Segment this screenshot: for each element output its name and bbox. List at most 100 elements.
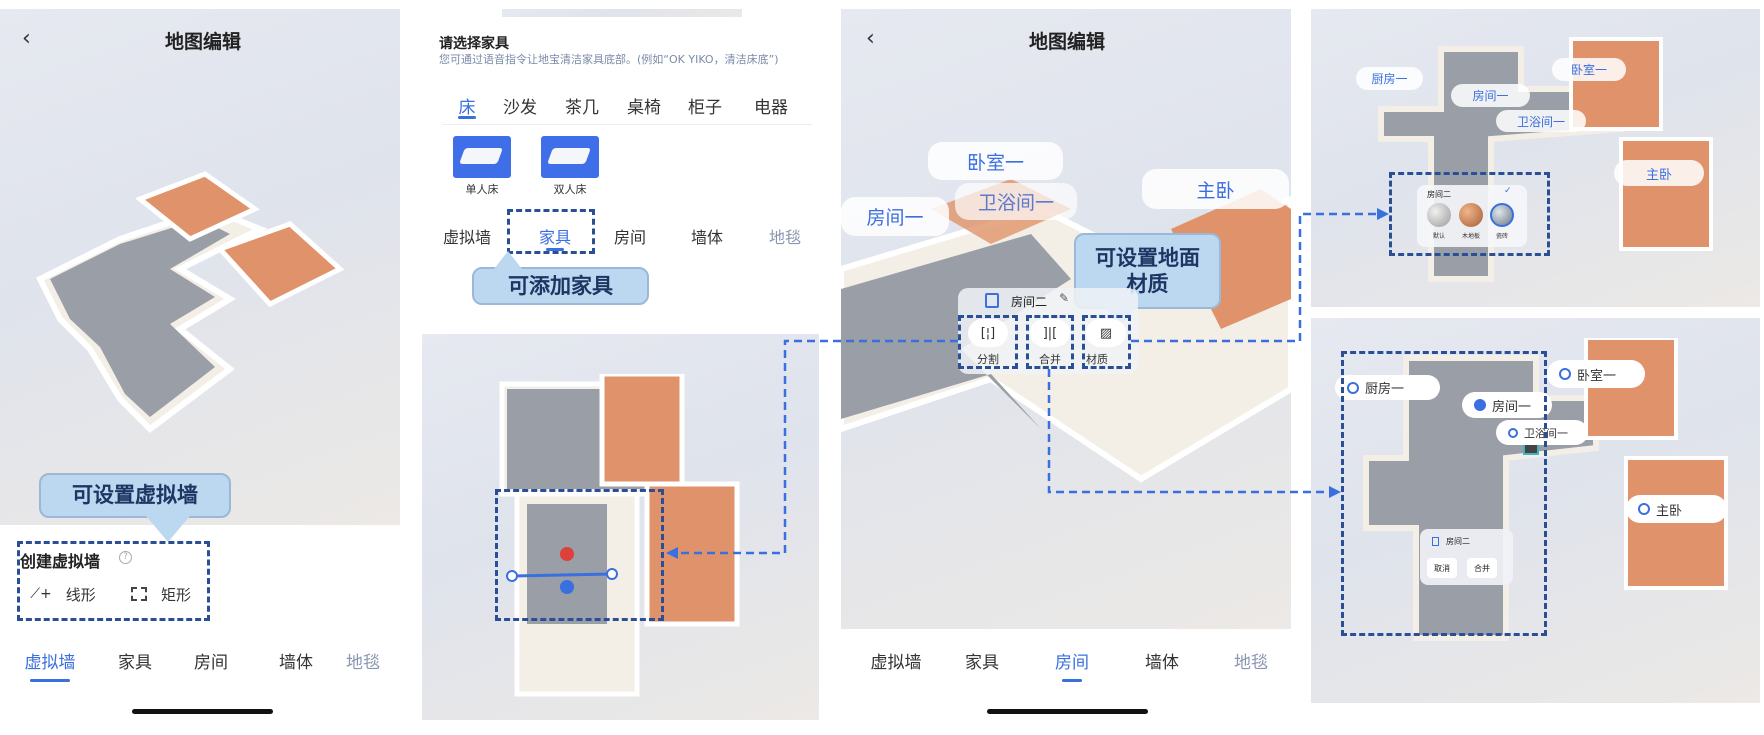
room-option-master[interactable]: 主卧 <box>1626 495 1727 523</box>
merge-highlight-area <box>1341 351 1547 636</box>
single-bed-label: 单人床 <box>465 183 499 196</box>
tab-virtual-wall[interactable]: 虚拟墙 <box>870 653 922 673</box>
room-label-master[interactable]: 主卧 <box>1142 169 1289 209</box>
double-bed-item[interactable] <box>541 136 599 178</box>
help-icon[interactable]: ? <box>119 551 132 564</box>
room-label-bedroom1[interactable]: 卧室一 <box>928 142 1063 180</box>
confirm-check-icon[interactable]: ✓ <box>1504 186 1512 196</box>
material-default-swatch[interactable] <box>1427 203 1451 227</box>
category-bed[interactable]: 床 <box>458 98 476 118</box>
merge-highlight <box>1026 315 1074 369</box>
category-sofa[interactable]: 沙发 <box>503 98 537 118</box>
back-icon[interactable]: ‹ <box>22 26 31 51</box>
room-label: 卫浴间一 <box>1516 114 1565 129</box>
room-label-bedroom1[interactable]: 卧室一 <box>1552 58 1626 81</box>
room-label-room1[interactable]: 房间一 <box>1451 84 1530 107</box>
tab-virtual-wall[interactable]: 虚拟墙 <box>24 653 76 673</box>
page-title: 地图编辑 <box>164 31 242 53</box>
tab-carpet[interactable]: 地毯 <box>1234 653 1268 673</box>
material-card-title: 房间二 <box>1427 190 1451 199</box>
door-icon <box>1432 537 1439 546</box>
cancel-button[interactable]: 取消 <box>1427 558 1457 578</box>
room-label: 卫浴间一 <box>977 192 1054 214</box>
floor-map[interactable] <box>30 169 350 469</box>
room-label-kitchen1[interactable]: 厨房一 <box>1356 67 1423 90</box>
tab-carpet[interactable]: 地毯 <box>346 653 380 673</box>
virtual-wall-drawing-highlight <box>495 489 664 621</box>
room-label-master[interactable]: 主卧 <box>1614 160 1704 186</box>
category-tea-table[interactable]: 茶几 <box>565 98 599 118</box>
check-circle-icon <box>1474 399 1486 411</box>
material-label: 默认 <box>1432 233 1446 240</box>
active-tab-indicator <box>1062 679 1082 682</box>
furniture-hint: 您可通过语音指令让地宝清洁家具底部。(例如“OK YIKO，清洁床底”) <box>439 53 779 66</box>
room-label: 厨房一 <box>1371 72 1408 86</box>
room-label: 卧室一 <box>1577 368 1617 384</box>
virtual-wall-highlight <box>17 541 210 621</box>
tab-furniture[interactable]: 家具 <box>965 653 999 673</box>
split-button[interactable]: 分割 <box>977 353 999 366</box>
tab-wall[interactable]: 墙体 <box>279 653 313 673</box>
material-card-highlight <box>1389 172 1550 256</box>
single-bed-item[interactable] <box>453 136 511 178</box>
panel-virtual-wall: ‹ 地图编辑 <box>0 9 400 525</box>
section-title: 创建虚拟墙 <box>20 552 101 571</box>
tab-room[interactable]: 房间 <box>1055 653 1089 673</box>
category-indicator <box>458 116 476 119</box>
door-icon <box>985 293 999 308</box>
category-appliance[interactable]: 电器 <box>754 98 788 118</box>
furniture-heading: 请选择家具 <box>439 36 509 52</box>
material-icon[interactable]: ▨ <box>1086 319 1126 347</box>
callout-virtual-wall: 可设置虚拟墙 <box>39 473 231 542</box>
line-plus-icon: ⟋+ <box>30 586 52 602</box>
tab-room[interactable]: 房间 <box>613 228 647 247</box>
room-option-room1[interactable]: 房间一 <box>1462 392 1552 418</box>
material-button[interactable]: 材质 <box>1086 353 1108 366</box>
material-highlight <box>1082 315 1131 369</box>
tab-room[interactable]: 房间 <box>194 653 228 673</box>
room-label: 卧室一 <box>1570 63 1607 77</box>
room-label: 房间一 <box>1492 399 1532 415</box>
tab-furniture[interactable]: 家具 <box>118 653 152 673</box>
material-label: 瓷砖 <box>1495 233 1509 240</box>
room-label-bathroom1[interactable]: 卫浴间一 <box>955 183 1077 220</box>
merge-confirm-button[interactable]: 合并 <box>1467 558 1497 578</box>
tab-furniture[interactable]: 家具 <box>538 228 572 247</box>
room-card-title: 房间二 <box>1011 295 1048 309</box>
merge-card-title: 房间二 <box>1446 537 1470 546</box>
tab-virtual-wall[interactable]: 虚拟墙 <box>442 228 492 247</box>
merge-button[interactable]: 合并 <box>1039 353 1061 366</box>
active-tab-indicator <box>546 248 564 251</box>
room-option-kitchen1[interactable]: 厨房一 <box>1335 375 1440 400</box>
category-table-chair[interactable]: 桌椅 <box>627 98 661 118</box>
tab-wall[interactable]: 墙体 <box>1145 653 1179 673</box>
callout-text: 可添加家具 <box>508 273 613 298</box>
line-wall-button[interactable]: ⟋+ 线形 <box>24 577 102 611</box>
material-wood-swatch[interactable] <box>1459 203 1483 227</box>
button-label: 取消 <box>1434 563 1450 573</box>
button-label: 线形 <box>65 585 96 604</box>
tab-carpet[interactable]: 地毯 <box>768 228 802 247</box>
button-label: 矩形 <box>160 585 191 604</box>
material-tile-swatch[interactable] <box>1490 203 1514 227</box>
room-label-room1[interactable]: 房间一 <box>841 197 949 236</box>
material-label: 木地板 <box>1461 233 1481 240</box>
radio-icon <box>1508 427 1518 438</box>
callout-furniture: 可添加家具 <box>472 251 649 305</box>
room-label-bathroom1[interactable]: 卫浴间一 <box>1496 110 1586 132</box>
room-option-bedroom1[interactable]: 卧室一 <box>1547 360 1645 388</box>
room-label: 房间一 <box>866 207 924 229</box>
tab-wall[interactable]: 墙体 <box>690 228 724 247</box>
radio-icon <box>1638 503 1650 515</box>
split-icon[interactable]: [¦] <box>968 319 1008 347</box>
rect-wall-button[interactable]: 矩形 <box>120 577 202 611</box>
merge-icon[interactable]: ]|[ <box>1030 319 1070 347</box>
home-indicator <box>132 709 273 714</box>
panel-material <box>1311 9 1760 307</box>
panel-furniture: 请选择家具 您可通过语音指令让地宝清洁家具底部。(例如“OK YIKO，清洁床底… <box>422 9 819 334</box>
page-title: 地图编辑 <box>1028 31 1106 53</box>
radio-icon <box>1559 368 1571 380</box>
back-icon[interactable]: ‹ <box>866 26 875 51</box>
category-cabinet[interactable]: 柜子 <box>688 98 722 118</box>
edit-icon[interactable]: ✎ <box>1059 291 1070 305</box>
